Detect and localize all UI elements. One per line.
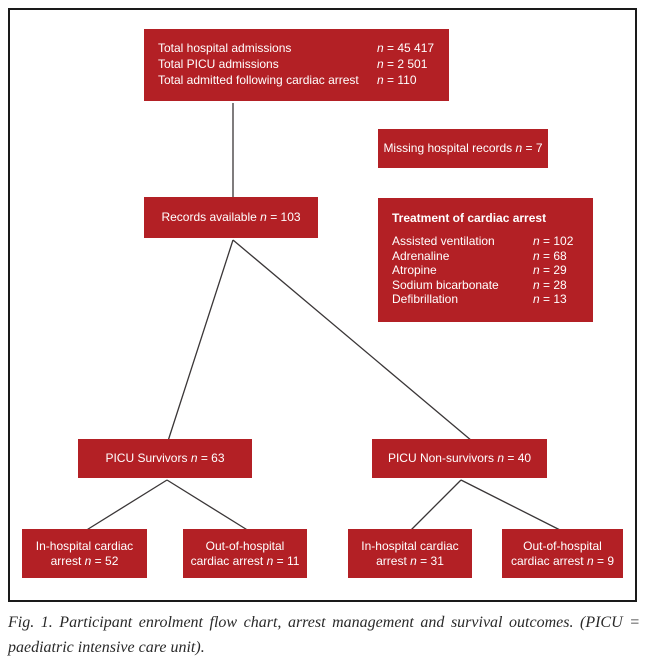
admissions-row-label: Total admitted following cardiac arrest <box>158 73 359 87</box>
out-hospital-non-survivors-box: Out-of-hospital cardiac arrest n = 9 <box>502 529 623 578</box>
out-hospital-non-survivors-value: n = 9 <box>587 553 615 568</box>
picu-survivors-box: PICU Survivors n = 63 <box>78 439 252 478</box>
line-nonsurvivors-to-outhospital <box>460 479 563 532</box>
treatment-row: Atropine n = 29 <box>392 263 593 278</box>
out-hospital-survivors-text: Out-of-hospital cardiac arrest n = 11 <box>189 539 301 569</box>
treatment-row-value: n = 102 <box>533 234 574 248</box>
in-hospital-non-survivors-box: In-hospital cardiac arrest n = 31 <box>348 529 472 578</box>
treatment-row-label: Assisted ventilation <box>392 234 495 248</box>
figure-caption: Fig. 1. Participant enrolment flow chart… <box>8 614 640 656</box>
records-available-box: Records available n = 103 <box>144 197 318 238</box>
admissions-row: Total PICU admissions n = 2 501 <box>158 56 449 72</box>
admissions-row-value: n = 110 <box>377 73 417 87</box>
out-hospital-non-survivors-label: Out-of-hospital cardiac arrest <box>510 538 602 568</box>
in-hospital-non-survivors-value: n = 31 <box>410 553 444 568</box>
out-hospital-survivors-label: Out-of-hospital cardiac arrest <box>190 538 285 568</box>
treatment-row-value: n = 29 <box>533 263 567 278</box>
treatment-rows: Assisted ventilation n = 102 Adrenaline … <box>378 234 593 307</box>
records-available-value: n = 103 <box>260 210 301 224</box>
admissions-row-label: Total hospital admissions <box>158 41 292 55</box>
in-hospital-survivors-box: In-hospital cardiac arrest n = 52 <box>22 529 147 578</box>
out-hospital-survivors-value: n = 11 <box>266 553 300 568</box>
admissions-row-label: Total PICU admissions <box>158 57 279 71</box>
in-hospital-non-survivors-text: In-hospital cardiac arrest n = 31 <box>354 539 466 569</box>
out-hospital-survivors-box: Out-of-hospital cardiac arrest n = 11 <box>183 529 307 578</box>
treatment-row-value: n = 68 <box>533 248 567 263</box>
treatment-row-label: Sodium bicarbonate <box>392 277 499 292</box>
admissions-row-value: n = 2 501 <box>377 57 428 71</box>
out-hospital-non-survivors-text: Out-of-hospital cardiac arrest n = 9 <box>508 539 617 569</box>
admissions-row-value: n = 45 417 <box>377 41 435 55</box>
missing-records-box: Missing hospital records n = 7 <box>378 129 548 168</box>
line-survivors-to-inhospital <box>84 479 168 532</box>
treatment-row: Adrenaline n = 68 <box>392 249 593 264</box>
treatment-row: Assisted ventilation n = 102 <box>392 234 593 249</box>
missing-records-value: n = 7 <box>515 141 543 155</box>
treatment-box: Treatment of cardiac arrest Assisted ven… <box>378 198 593 322</box>
in-hospital-survivors-label: In-hospital cardiac arrest <box>35 538 134 568</box>
treatment-row-value: n = 13 <box>533 292 567 307</box>
records-available-label: Records available <box>161 210 257 224</box>
picu-non-survivors-label: PICU Non-survivors <box>387 451 494 465</box>
in-hospital-survivors-value: n = 52 <box>84 553 119 568</box>
in-hospital-survivors-text: In-hospital cardiac arrest n = 52 <box>28 539 141 569</box>
admissions-row: Total admitted following cardiac arrest … <box>158 72 449 88</box>
admissions-box: Total hospital admissions n = 45 417 Tot… <box>144 29 449 101</box>
picu-survivors-label: PICU Survivors <box>105 451 188 465</box>
treatment-box-title: Treatment of cardiac arrest <box>392 211 547 225</box>
picu-survivors-value: n = 63 <box>190 451 225 465</box>
picu-non-survivors-value: n = 40 <box>497 451 532 465</box>
admissions-row: Total hospital admissions n = 45 417 <box>158 40 449 56</box>
treatment-row: Sodium bicarbonate n = 28 <box>392 278 593 293</box>
line-survivors-to-outhospital <box>166 479 250 532</box>
missing-records-label: Missing hospital records <box>383 141 513 155</box>
treatment-row: Defibrillation n = 13 <box>392 292 593 307</box>
treatment-row-label: Defibrillation <box>392 292 459 307</box>
in-hospital-non-survivors-label: In-hospital cardiac arrest <box>361 538 459 568</box>
line-records-to-survivors <box>167 239 234 442</box>
picu-non-survivors-box: PICU Non-survivors n = 40 <box>372 439 547 478</box>
treatment-row-label: Atropine <box>392 263 437 278</box>
treatment-row-value: n = 28 <box>533 277 567 292</box>
treatment-row-label: Adrenaline <box>392 248 450 263</box>
line-nonsurvivors-to-inhospital <box>409 479 462 532</box>
